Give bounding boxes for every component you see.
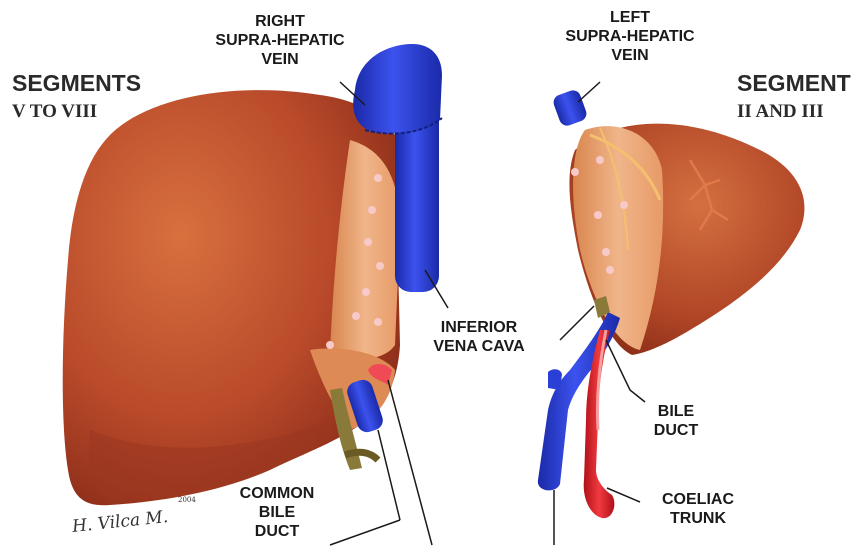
label-right-supra-hepatic-vein: RIGHT SUPRA-HEPATIC VEIN: [205, 12, 355, 69]
label-line: COELIAC: [648, 490, 748, 509]
label-left-supra-hepatic-vein: LEFT SUPRA-HEPATIC VEIN: [555, 8, 705, 65]
label-line: SUPRA-HEPATIC: [555, 27, 705, 46]
label-line: VEIN: [205, 50, 355, 69]
heading-segments-v-to-viii: SEGMENTS V TO VIII: [12, 70, 141, 125]
label-common-bile-duct: COMMON BILE DUCT: [228, 484, 326, 541]
leader-left-supra-hepatic-vein: [578, 82, 600, 102]
label-line: VEIN: [555, 46, 705, 65]
label-line: TRUNK: [648, 509, 748, 528]
label-line: LEFT: [555, 8, 705, 27]
label-line: BILE: [646, 402, 706, 421]
signature-date: 2004: [178, 496, 196, 504]
left-supra-hepatic-vein-shape: [551, 88, 588, 128]
right-supra-hepatic-vein-shape: [353, 44, 442, 134]
heading-left-lobe-line1: SEGMENT: [737, 70, 851, 96]
label-line: COMMON: [228, 484, 326, 503]
label-line: INFERIOR: [425, 318, 533, 337]
heading-right-lobe-line2: V TO VIII: [12, 101, 97, 122]
leader-hepatic-artery: [388, 380, 432, 545]
label-coeliac-trunk: COELIAC TRUNK: [648, 490, 748, 528]
label-line: SUPRA-HEPATIC: [205, 31, 355, 50]
label-bile-duct: BILE DUCT: [646, 402, 706, 440]
label-line: RIGHT: [205, 12, 355, 31]
heading-left-lobe-line2: II AND III: [737, 101, 824, 122]
label-line: VENA CAVA: [425, 337, 533, 356]
leader-common-bile-duct: [378, 430, 400, 520]
label-line: DUCT: [228, 522, 326, 541]
label-line: BILE: [228, 503, 326, 522]
heading-right-lobe-line1: SEGMENTS: [12, 70, 141, 96]
heading-segment-ii-and-iii: SEGMENT II AND III: [737, 70, 851, 125]
label-inferior-vena-cava: INFERIOR VENA CAVA: [425, 318, 533, 356]
label-line: DUCT: [646, 421, 706, 440]
